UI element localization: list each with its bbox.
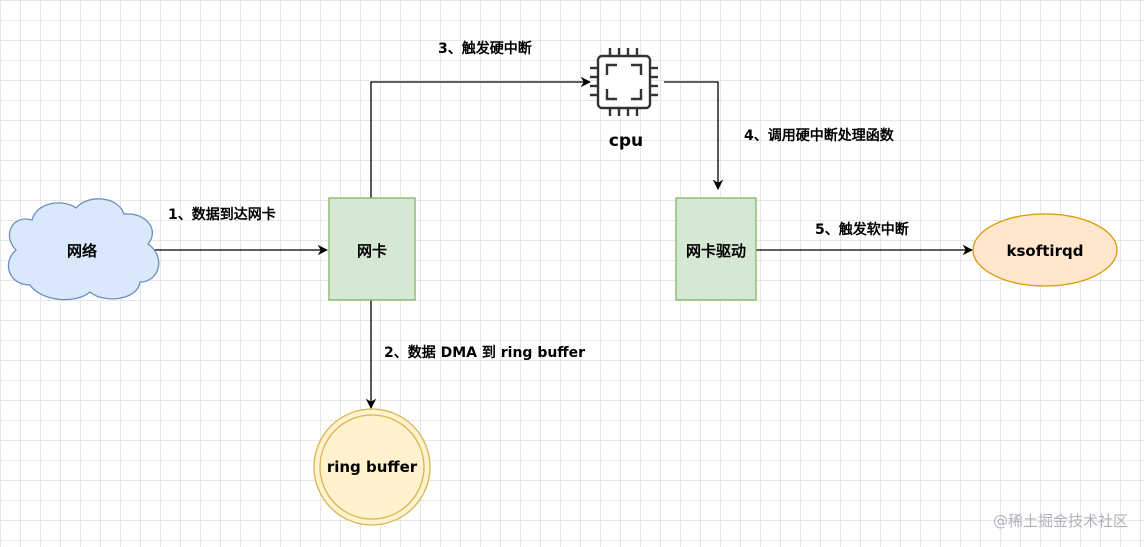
cpu-icon [590, 48, 658, 116]
nic-driver-label: 网卡驱动 [686, 242, 746, 260]
ksoftirqd-label: ksoftirqd [1007, 242, 1084, 260]
edge-label-step1: 1、数据到达网卡 [168, 206, 276, 223]
nic-driver-node: 网卡驱动 [675, 197, 757, 301]
cpu-label: cpu [609, 131, 643, 151]
nic-box [328, 197, 416, 301]
edges [150, 76, 974, 410]
edge-label-step5: 5、触发软中断 [815, 221, 909, 238]
edge-cpu-to-driver [664, 81, 724, 191]
ksoftirqd-ellipse [972, 213, 1118, 287]
ring-buffer-node: ring buffer [313, 408, 431, 526]
network-cloud: 网络 [7, 198, 160, 301]
network-label: 网络 [67, 242, 97, 260]
nic-label: 网卡 [357, 242, 387, 260]
ring-buffer-label: ring buffer [327, 458, 418, 476]
edge-label-step4: 4、调用硬中断处理函数 [744, 127, 895, 144]
ring-buffer-inner-circle [319, 414, 425, 520]
edge-nic-to-cpu [370, 76, 592, 198]
nic-driver-box [675, 197, 757, 301]
nic-node: 网卡 [328, 197, 416, 301]
cloud-shape [7, 198, 160, 301]
cpu-node: cpu [590, 48, 658, 151]
edge-label-step3: 3、触发硬中断 [438, 40, 532, 57]
edge-label-step2: 2、数据 DMA 到 ring buffer [384, 344, 585, 361]
ksoftirqd-node: ksoftirqd [972, 213, 1118, 287]
watermark: @稀土掘金技术社区 [993, 512, 1128, 530]
